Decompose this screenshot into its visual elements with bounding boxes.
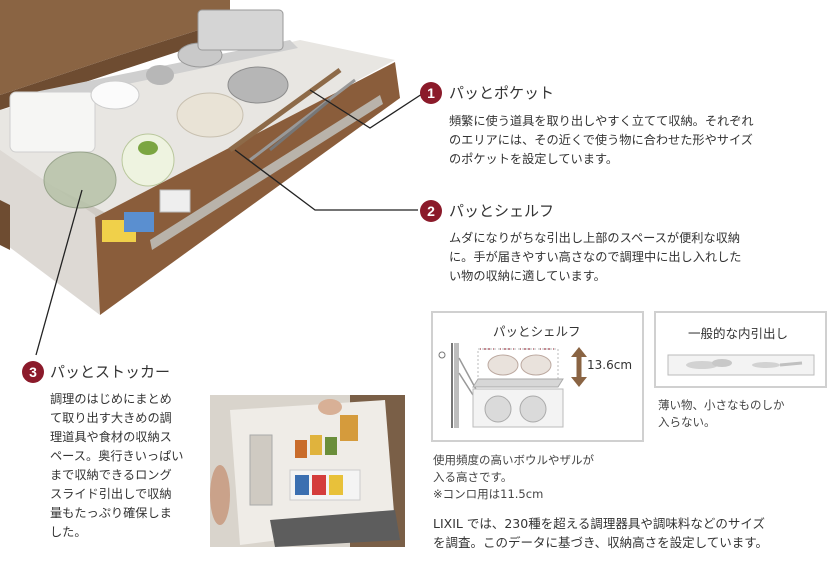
feature-3-line: 調理のはじめにまとめ <box>50 392 172 406</box>
feature-2-line: に。手が届きやすい高さなので調理中に出し入れした <box>449 250 742 264</box>
general-caption-line: 薄い物、小さなものしか <box>658 398 785 412</box>
shelf-diagram-illustration <box>438 343 587 428</box>
footer-note: LIXIL では、230種を超える調理器具や調味料などのサイズ を調査。このデー… <box>433 514 768 552</box>
feature-2-number: 2 <box>420 200 442 222</box>
shelf-caption-line: 入る高さです。 <box>433 470 513 484</box>
feature-2-line: い物の収納に適しています。 <box>449 269 606 283</box>
feature-1-line: 頻繁に使う道具を取り出しやすく立てて収納。それぞれ <box>449 114 754 128</box>
feature-3-line: 量もたっぷり確保しま <box>50 506 172 520</box>
general-drawer-caption: 薄い物、小さなものしか 入らない。 <box>658 397 785 431</box>
feature-1-title: パッとポケット <box>449 84 555 102</box>
feature-2-title: パッとシェルフ <box>449 202 555 220</box>
shelf-diagram-caption: 使用頻度の高いボウルやザルが 入る高さです。 ※コンロ用は11.5cm <box>433 452 594 503</box>
footer-line: を調査。このデータに基づき、収納高さを設定しています。 <box>433 535 769 550</box>
feature-1-number: 1 <box>420 82 442 104</box>
general-drawer-title: 一般的な内引出し <box>688 326 789 341</box>
shelf-height-label: 13.6cm <box>587 358 633 372</box>
shelf-caption-note: ※コンロ用は11.5cm <box>433 487 544 501</box>
feature-1-line: のエリアには、その近くで使う物に合わせた形やサイズ <box>449 133 753 147</box>
feature-3-number: 3 <box>22 361 44 383</box>
general-drawer-illustration <box>667 354 815 376</box>
feature-1-line: のポケットを設定しています。 <box>449 152 619 166</box>
shelf-diagram-title: パッとシェルフ <box>493 324 581 339</box>
feature-3-line: て取り出す大きめの調 <box>50 411 172 425</box>
feature-3-title: パッとストッカー <box>50 363 171 381</box>
feature-3-line: まで収納できるロング <box>50 468 172 482</box>
general-caption-line: 入らない。 <box>658 415 716 429</box>
drawer-photo <box>0 0 400 315</box>
stocker-photo <box>210 395 405 547</box>
feature-3-line: スライド引出しで収納 <box>50 487 172 501</box>
feature-3-line: 理道具や食材の収納ス <box>50 430 172 444</box>
general-drawer-box: 一般的な内引出し <box>654 311 827 388</box>
shelf-caption-line: 使用頻度の高いボウルやザルが <box>433 453 594 467</box>
feature-3-line: した。 <box>50 525 87 539</box>
callout-lines <box>35 89 423 356</box>
feature-2-line: ムダになりがちな引出し上部のスペースが便利な収納 <box>449 231 741 245</box>
shelf-diagram-box: パッとシェルフ 13.6cm <box>431 311 644 442</box>
footer-line: LIXIL では、230種を超える調理器具や調味料などのサイズ <box>433 516 765 531</box>
feature-3-line: ペース。奥行きいっぱい <box>50 449 184 463</box>
